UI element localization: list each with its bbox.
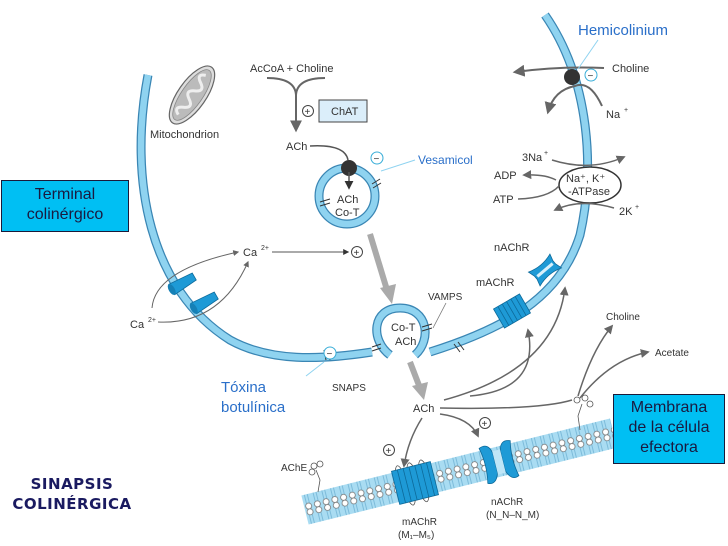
svg-text:Na⁺, K⁺: Na⁺, K⁺ bbox=[566, 173, 605, 185]
potassium-influx-arrow bbox=[553, 202, 615, 211]
svg-text:+: + bbox=[544, 150, 548, 157]
svg-text:−: − bbox=[327, 349, 333, 360]
calcium-in-label: Ca bbox=[243, 247, 258, 259]
svg-text:ACh: ACh bbox=[395, 336, 416, 348]
svg-text:2+: 2+ bbox=[261, 245, 269, 252]
vesicle-migration-arrow bbox=[367, 233, 390, 291]
postsynaptic-membrane bbox=[301, 418, 618, 525]
hemicolinium-pointer bbox=[577, 39, 599, 70]
plus-icon bbox=[383, 444, 395, 456]
svg-text:2+: 2+ bbox=[148, 317, 156, 324]
2k-label: 2K bbox=[619, 206, 633, 218]
minus-icon bbox=[584, 68, 598, 82]
vesamicol-pointer bbox=[380, 159, 416, 172]
sodium-label: Na bbox=[606, 109, 621, 121]
snaps-label: SNAPS bbox=[332, 383, 366, 394]
3na-label: 3Na bbox=[522, 152, 543, 164]
acetate-label: Acetate bbox=[655, 348, 689, 359]
page-title: SINAPSIS COLINÉRGICA bbox=[12, 475, 132, 513]
choline-transporter-icon bbox=[564, 69, 580, 85]
presynaptic-nachr-icon bbox=[527, 253, 563, 287]
mitochondrion-icon bbox=[168, 65, 216, 125]
ach-to-machr-arrow bbox=[400, 417, 423, 468]
choline-uptake-arrow bbox=[512, 64, 605, 77]
ache-enzyme-icon bbox=[573, 394, 594, 431]
sodium-efflux-arrow bbox=[551, 155, 626, 167]
postsynaptic-machr-icon bbox=[390, 459, 440, 506]
hemicolinium-label: Hemicolinium bbox=[578, 22, 668, 39]
chat-enzyme-box bbox=[318, 99, 368, 123]
plus-icon bbox=[351, 246, 363, 258]
atp-label: ATP bbox=[493, 194, 514, 206]
toxin-pointer bbox=[305, 361, 325, 377]
ache-hydrolysis-line bbox=[439, 399, 573, 410]
minus-icon bbox=[323, 346, 337, 360]
svg-text:Co-T: Co-T bbox=[391, 322, 416, 334]
ache-label: AChE bbox=[281, 463, 307, 474]
choline-out-label: Choline bbox=[606, 312, 640, 323]
plus-icon bbox=[302, 105, 314, 117]
choline-arrow bbox=[577, 324, 614, 397]
terminal-colinergico-box: Terminal colinérgico bbox=[1, 180, 129, 232]
machr-post-subtype: (M₁–M₅) bbox=[398, 530, 434, 541]
nachr-post-subtype: (N_N–N_M) bbox=[486, 510, 539, 521]
ach-to-nachr-arrow bbox=[439, 413, 480, 438]
svg-text:ACh: ACh bbox=[337, 194, 358, 206]
atp-line bbox=[517, 185, 560, 200]
sodium-cotransport-arrow bbox=[544, 84, 603, 115]
calcium-influx-arrow bbox=[157, 260, 249, 323]
autoreceptor-arrow bbox=[443, 286, 569, 401]
adp-label: ADP bbox=[494, 170, 517, 182]
acoa-choline-label: AcCoA + Choline bbox=[250, 63, 333, 75]
adp-arrow bbox=[522, 170, 557, 181]
calcium-influx-arrow bbox=[151, 250, 240, 309]
acetate-arrow bbox=[579, 349, 650, 399]
mitochondrion-label: Mitochondrion bbox=[150, 129, 219, 141]
machr-post-label: mAChR bbox=[402, 517, 437, 528]
svg-text:Co-T: Co-T bbox=[335, 207, 360, 219]
vesamicol-label: Vesamicol bbox=[418, 153, 473, 167]
calcium-channel-icon bbox=[189, 291, 219, 315]
svg-text:+: + bbox=[386, 446, 392, 457]
svg-text:+: + bbox=[482, 419, 488, 430]
calcium-channel-icon bbox=[167, 272, 197, 296]
svg-text:−: − bbox=[374, 154, 380, 165]
svg-text:+: + bbox=[354, 248, 360, 259]
toxina-label-line2: botulínica bbox=[221, 399, 286, 416]
vesicular-transporter-icon bbox=[341, 160, 357, 176]
ach-cleft-label: ACh bbox=[413, 403, 434, 415]
postsynaptic-nachr-icon bbox=[478, 440, 520, 484]
plus-icon bbox=[479, 417, 491, 429]
svg-text:+: + bbox=[635, 204, 639, 211]
synthesis-arrow bbox=[266, 77, 302, 133]
exocytosis-arrow bbox=[407, 360, 423, 390]
choline-uptake-label: Choline bbox=[612, 63, 649, 75]
nachr-post-label: nAChR bbox=[491, 497, 523, 508]
nachr-pre-label: nAChR bbox=[494, 242, 530, 254]
membrana-efectora-box: Membrana de la célula efectora bbox=[613, 394, 725, 464]
minus-icon bbox=[370, 151, 384, 165]
svg-text:-ATPase: -ATPase bbox=[568, 186, 610, 198]
autoreceptor-arrow bbox=[469, 328, 534, 397]
svg-text:+: + bbox=[624, 107, 628, 114]
calcium-out-label: Ca bbox=[130, 319, 145, 331]
svg-text:−: − bbox=[588, 71, 594, 82]
chat-label: ChAT bbox=[331, 106, 359, 118]
ach-synth-label: ACh bbox=[286, 141, 307, 153]
svg-text:+: + bbox=[305, 107, 311, 118]
vamps-label: VAMPS bbox=[428, 292, 463, 303]
toxina-label-line1: Tóxina bbox=[221, 379, 267, 396]
ach-to-vesicle-line bbox=[309, 145, 349, 161]
synthesis-arrow-branch bbox=[295, 77, 326, 96]
presynaptic-machr-icon bbox=[492, 293, 532, 329]
machr-pre-label: mAChR bbox=[476, 277, 515, 289]
storage-vesicle: ACh Co-T bbox=[314, 160, 382, 229]
ache-enzyme-icon bbox=[308, 460, 324, 493]
